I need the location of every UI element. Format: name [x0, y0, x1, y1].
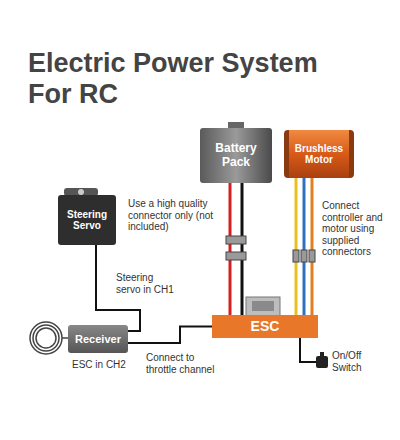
switch-label: On/Off Switch — [332, 350, 382, 373]
receiver-box: Receiver — [68, 325, 128, 353]
servo-body: Steering Servo — [58, 195, 116, 245]
wire — [303, 178, 306, 315]
wire — [295, 178, 298, 315]
wire — [311, 178, 314, 315]
connector-note: Use a high quality connector only (not i… — [128, 198, 224, 233]
connector-plug — [309, 250, 315, 262]
connector-plug — [293, 250, 299, 262]
antenna-coil — [30, 322, 70, 354]
esc-cap — [246, 297, 280, 316]
node-text: Battery Pack — [204, 142, 268, 170]
wire-connector — [128, 327, 212, 344]
node-text: Brushless Motor — [293, 143, 345, 166]
node-text: Receiver — [75, 333, 121, 346]
esc-box: ESC — [212, 315, 318, 338]
title: Electric Power System For RC — [28, 48, 358, 110]
esc-cap-inner — [252, 301, 274, 311]
battery-pack: Battery Pack — [200, 128, 272, 183]
motor-body: Brushless Motor — [284, 130, 354, 178]
channel-note: Steering servo in CH1 — [116, 272, 180, 295]
wire — [241, 183, 244, 315]
channel-note: Connect to throttle channel — [146, 352, 220, 375]
switch-wire — [300, 337, 318, 362]
connector-plug — [226, 252, 246, 260]
node-text: Steering Servo — [62, 209, 112, 232]
connector-plug — [301, 250, 307, 262]
wire-connector — [293, 178, 315, 315]
connector-plug — [226, 236, 246, 244]
wire — [128, 327, 212, 344]
switch-toggle — [320, 352, 324, 358]
node-text: ESC — [251, 318, 280, 334]
connector-note: Connect controller and motor using suppl… — [322, 200, 396, 258]
channel-note: ESC in CH2 — [72, 359, 142, 371]
wire-connector — [226, 183, 246, 315]
wire — [229, 183, 232, 315]
